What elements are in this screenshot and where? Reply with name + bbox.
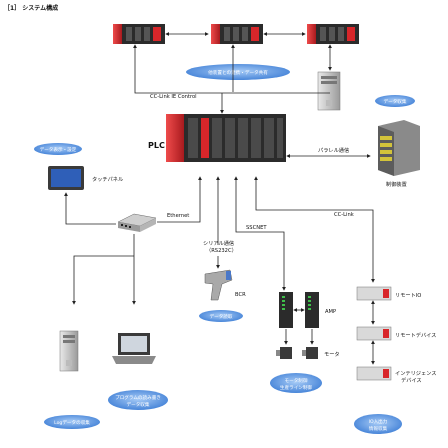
section-title: ［1］ システム構成: [4, 4, 58, 12]
label-serial: シリアル通信: [203, 239, 234, 247]
svg-text:生産ライン制御: 生産ライン制御: [280, 384, 313, 391]
label-intelligent-device-2: デバイス: [401, 376, 422, 384]
svg-text:IO入出力: IO入出力: [369, 418, 388, 425]
server-tower-top: [317, 71, 341, 111]
svg-text:プログラムの読み書き: プログラムの読み書き: [115, 394, 161, 401]
label-cc-link: CC-Link: [334, 212, 354, 218]
control-device-rack: [378, 120, 420, 176]
label-ethernet: Ethernet: [167, 213, 189, 219]
label-remote-io: リモートIO: [395, 292, 421, 299]
svg-text:Logデータの収集: Logデータの収集: [54, 419, 90, 426]
laptop-icon: [112, 333, 156, 364]
bubble-data-display: データ表示・設定: [34, 143, 82, 155]
servo-motor-right: [302, 347, 318, 359]
bubble-link-devices: 他装置との連携・データ共有: [186, 64, 290, 80]
servo-amp-right: [305, 292, 319, 328]
label-amp: AMP: [325, 309, 336, 315]
servo-motor-left: [276, 347, 292, 359]
bubble-motor-control: モータ制御 生産ライン制御: [270, 373, 322, 393]
top-plc-right: [307, 24, 359, 44]
servo-amp-left: [279, 292, 293, 328]
svg-text:データ表示・設定: データ表示・設定: [40, 146, 77, 153]
label-bcr: BCR: [235, 292, 246, 298]
bubble-program: プログラムの読み書き データ収集: [108, 390, 168, 410]
intelligent-device-module: [356, 366, 392, 381]
svg-text:データ収集: データ収集: [384, 98, 407, 105]
touch-panel-icon: [48, 166, 84, 190]
top-plc-left: [113, 24, 165, 44]
svg-text:データ読取: データ読取: [210, 313, 233, 320]
label-sscnet: SSCNET: [246, 225, 267, 231]
svg-text:モータ制御: モータ制御: [285, 377, 308, 384]
svg-text:情報収集: 情報収集: [369, 425, 388, 432]
bubble-log-collect: Logデータの収集: [44, 415, 100, 429]
barcode-reader-icon: [204, 269, 233, 301]
label-control-device: 制御装置: [386, 180, 407, 188]
label-touch-panel: タッチパネル: [92, 175, 123, 183]
svg-text:他装置との連携・データ共有: 他装置との連携・データ共有: [208, 69, 268, 76]
pc-tower-icon: [59, 330, 79, 372]
remote-device-module: [356, 326, 392, 341]
bubble-io: IO入出力 情報収集: [354, 414, 402, 434]
label-serial-rs232c: （RS232C）: [206, 247, 237, 254]
remote-io-module: [356, 286, 392, 301]
label-parallel: パラレル通信: [318, 146, 349, 154]
label-remote-device: リモートデバイス: [395, 331, 436, 339]
bubble-data-collect-top: データ収集: [375, 95, 415, 107]
label-intelligent-device-1: インテリジェンス: [395, 370, 436, 377]
label-motor: モータ: [324, 350, 340, 358]
label-cc-link-ie: CC-Link IE Control: [150, 94, 197, 100]
main-plc: [166, 114, 286, 162]
bubble-data-read-bcr: データ読取: [199, 310, 243, 322]
top-plc-middle: [211, 24, 263, 44]
label-plc: PLC: [148, 141, 165, 150]
ethernet-hub-icon: [117, 213, 157, 232]
svg-text:データ収集: データ収集: [127, 401, 150, 408]
